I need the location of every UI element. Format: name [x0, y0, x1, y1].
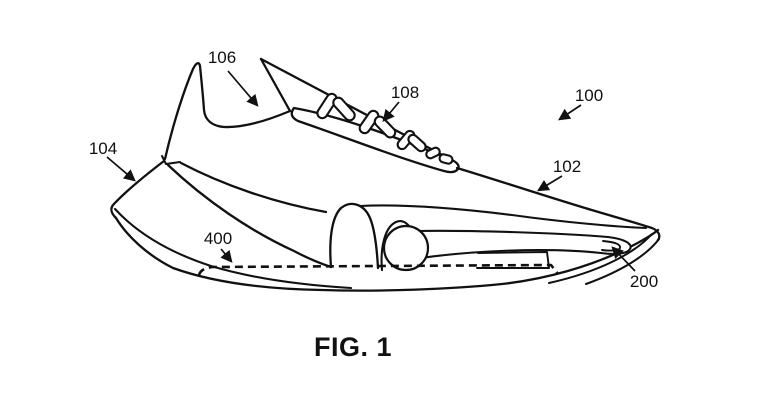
shoe-drawing — [110, 57, 661, 292]
lace-flap-left-edge — [259, 57, 292, 113]
ref-numeral-100: 100 — [575, 86, 603, 105]
leader-arrows — [106, 70, 636, 272]
quarter-line-upper — [179, 161, 328, 214]
leader-arrow-200 — [611, 246, 636, 272]
toe-layer-2 — [585, 238, 660, 285]
leader-arrow-100 — [558, 104, 582, 121]
figure-caption: FIG. 1 — [314, 332, 392, 362]
lace-loop — [425, 146, 441, 160]
heel-flare-outsole-outline — [110, 159, 660, 292]
reference-labels: 106 108 100 104 102 400 200 — [89, 48, 658, 291]
ref-numeral-104: 104 — [89, 139, 117, 158]
midsole-window-notch — [476, 251, 550, 269]
sole-dashed-reference-line — [197, 263, 560, 276]
lace-loop — [316, 92, 338, 120]
lace-loops — [316, 92, 454, 165]
ref-numeral-108: 108 — [391, 83, 419, 102]
toe-layer-1 — [548, 233, 653, 284]
cushion-pod-circle — [382, 224, 430, 272]
heel-step — [161, 155, 181, 165]
heel-collar-spike-topline — [163, 62, 292, 161]
quarter-line-lower — [166, 163, 333, 269]
lace-loop — [407, 133, 427, 153]
leader-arrow-104 — [106, 156, 136, 182]
leader-arrow-400 — [220, 248, 233, 263]
arch-outline — [329, 202, 380, 270]
forefoot-channel — [408, 229, 632, 260]
ref-numeral-200: 200 — [630, 272, 658, 291]
ref-numeral-400: 400 — [204, 229, 232, 248]
vamp-line — [358, 204, 648, 230]
leader-arrow-106 — [227, 70, 259, 107]
leader-arrow-108 — [382, 101, 400, 122]
ref-numeral-102: 102 — [553, 157, 581, 176]
leader-arrow-102 — [536, 175, 563, 192]
lace-loop — [438, 153, 454, 165]
topline-to-toe — [455, 166, 661, 242]
midsole-seam — [113, 207, 353, 290]
lace-loop — [332, 96, 356, 122]
lace-loop — [358, 109, 380, 135]
ref-numeral-106: 106 — [208, 48, 236, 67]
